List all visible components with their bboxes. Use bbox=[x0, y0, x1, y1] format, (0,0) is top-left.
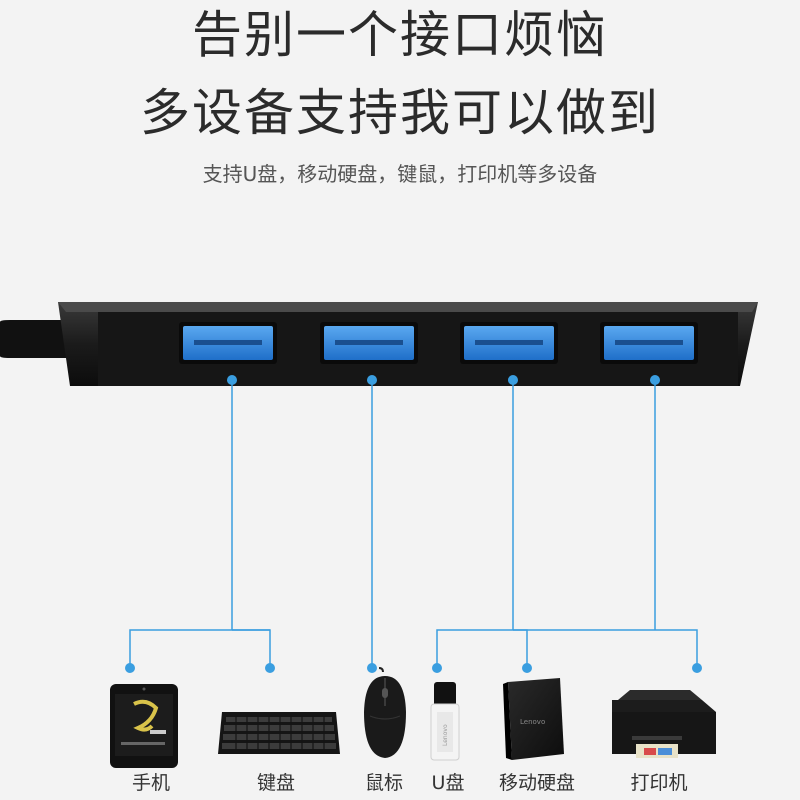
hard-drive-icon: Lenovo bbox=[503, 678, 564, 760]
usb-port-3 bbox=[460, 322, 558, 364]
label-hard-drive: 移动硬盘 bbox=[498, 772, 576, 794]
mouse-icon bbox=[364, 667, 406, 758]
subtitle: 支持U盘，移动硬盘，键鼠，打印机等多设备 bbox=[202, 162, 598, 186]
label-phone: 手机 bbox=[131, 772, 171, 794]
svg-text:Lenovo: Lenovo bbox=[442, 724, 449, 746]
headline-line-2: 多设备支持我可以做到 bbox=[140, 84, 660, 142]
label-keyboard: 键盘 bbox=[256, 772, 296, 794]
phone-icon bbox=[110, 684, 178, 768]
headline-line-1: 告别一个接口烦恼 bbox=[192, 6, 608, 64]
keyboard-icon bbox=[218, 712, 340, 754]
connector-dots bbox=[125, 375, 702, 673]
label-mouse: 鼠标 bbox=[364, 772, 404, 794]
label-usb-drive: U盘 bbox=[431, 772, 465, 794]
connector-lines bbox=[129, 380, 698, 668]
label-printer: 打印机 bbox=[630, 772, 688, 794]
usb-port-2 bbox=[320, 322, 418, 364]
svg-text:Lenovo: Lenovo bbox=[520, 718, 545, 726]
usb-hub bbox=[0, 302, 758, 386]
usb-drive-icon: Lenovo bbox=[430, 682, 460, 761]
usb-port-4 bbox=[600, 322, 698, 364]
usb-port-1 bbox=[179, 322, 277, 364]
hub-cable bbox=[0, 320, 70, 358]
printer-icon bbox=[612, 690, 716, 758]
